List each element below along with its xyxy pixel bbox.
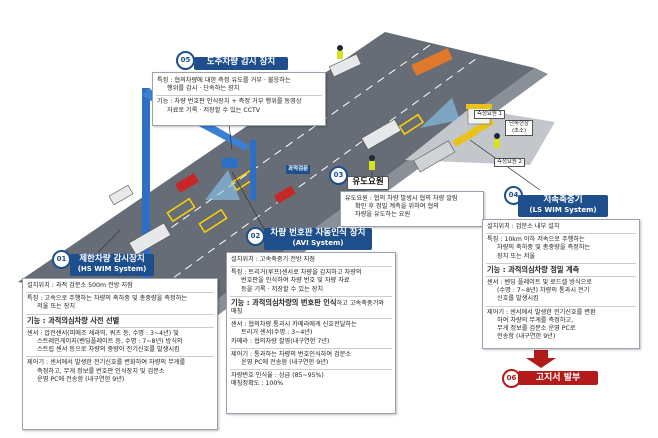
avi-header: 차량 번호판 자동인식 장치 (AVI System) (264, 228, 372, 250)
arrow-down-icon (526, 350, 556, 368)
vehicle-truck (128, 222, 172, 256)
gantry-pole (250, 140, 256, 200)
avi-feature-2: 번호판을 인식하여 차량 번호 및 차량 자료 (241, 277, 350, 285)
hs-wim-controller-3: 운영 PC에 전송함 (내구연한 9년) (37, 375, 125, 383)
cctv-header: 도주차량 감시 장치 (194, 57, 288, 70)
number-badge-03: 03 (329, 166, 348, 185)
road-sign: 과적검문 (286, 165, 311, 174)
label-measure-1: 측정요원 1 (474, 110, 505, 119)
ls-wim-panel: 설치위치 : 검문소 내부 설치 특징 : 10km 이하 저속으로 주행하는 … (482, 219, 640, 349)
avi-performance-1: 차량번호 인식율 : 상급 (85~95%) (231, 372, 324, 380)
ls-wim-location: 설치위치 : 검문소 내부 설치 (487, 223, 560, 230)
hs-wim-feature-2: 저울 또는 장치 (37, 303, 76, 311)
officer (337, 51, 343, 59)
avi-camera: 카메라 : 협의차량 촬영(내구연한 7년) (231, 337, 330, 345)
ls-wim-controller-2: 하여 차량의 무게를 측정하고, (497, 316, 574, 324)
wim-sensor (198, 208, 228, 234)
ls-wim-sensor-1: 센서 : 벤딩 플레이트 및 로드셀 방식으로 (487, 279, 592, 287)
hs-wim-subtitle: (HS WIM System) (77, 265, 147, 273)
number-badge-05: 05 (176, 51, 195, 70)
guide-header: 유도요원 (347, 176, 389, 190)
pointer-line (231, 171, 269, 237)
avi-function: 기능 : 과적의심차량의 번호판 인식 (231, 297, 337, 307)
hs-wim-controller-1: 제어기 : 센서에서 발생한 전기신호를 변화하여 차량의 무게를 (27, 359, 186, 367)
avi-performance-2: 매칭정확도 : 100% (231, 380, 284, 388)
ls-wim-controller-4: 전송함 (내구연한 9년) (497, 333, 556, 341)
number-badge-06: 06 (502, 369, 521, 388)
vehicle-truck (328, 53, 362, 78)
vehicle-car (108, 184, 134, 206)
ls-wim-subtitle: (LS WIM System) (529, 206, 597, 214)
cctv-function-2: 자료로 기록 · 저장할 수 있는 CCTV (167, 106, 261, 114)
cctv-feature-1: 특징 : 협의차량에 대한 측정 유도를 거부 · 불응하는 (157, 77, 291, 84)
issue-header: 고지서 발부 (518, 371, 598, 385)
ls-wim-title: 저속축중기 (543, 195, 583, 205)
avi-feature-1: 특징 : 트리거(루프)센서로 차량을 감지하고 차량의 (231, 269, 362, 277)
hs-wim-sensor-1: 센서 : 압전센서(피에조 세라믹, 쿼츠 등, 수명 : 3~4년) 및 (27, 329, 179, 337)
officer (494, 139, 500, 148)
wim-sensor (166, 197, 196, 223)
ls-wim-feature-3: 장치 또는 저울 (497, 252, 536, 260)
guide-text-1: 유도요원 : 협의 차량 발생시 협의 차량 알림 (345, 195, 458, 202)
ls-wim-feature-1: 특징 : 10km 이하 저속으로 주행하는 (487, 236, 585, 244)
number-badge-02: 02 (246, 227, 265, 246)
officer (369, 161, 375, 170)
ls-wim-controller-3: 무게 정보를 검문소 운영 PC로 (497, 325, 576, 333)
gantry-camera (222, 158, 238, 168)
ls-wim-feature-2: 차량의 축하중 및 총중량을 측정하는 (497, 244, 591, 252)
gantry-pole (142, 88, 150, 288)
label-booth: 단속현장 (초소) (505, 120, 533, 136)
officer (494, 133, 500, 139)
hs-wim-sensor-2: 스트레인게이지(벤딩플레이트 등, 수명 : 7~8년) 방식의 (37, 338, 183, 346)
vehicle-truck (361, 118, 402, 150)
wim-sensor (398, 113, 424, 136)
hs-wim-title: 제한차량 감시장치 (79, 254, 145, 264)
cctv-panel: 특징 : 협의차량에 대한 측정 유도를 거부 · 불응하는 행위를 감시 · … (152, 72, 326, 126)
avi-controller-1: 제어기 : 통과하는 차량의 번호인식하여 검문소 (231, 350, 352, 358)
cctv-feature-2: 행위를 감시 · 단속하는 장치 (167, 85, 240, 93)
avi-subtitle: (AVI System) (292, 239, 344, 247)
cctv-function-1: 기능 : 차량 번호판 인식장치 + 측정 거부 행위를 동영상 (157, 98, 302, 106)
guide-text-3: 차량을 유도하는 요원 (355, 211, 411, 219)
avi-function-tail: 하고 고속축중기와 매칭 (231, 299, 384, 316)
hs-wim-feature-1: 특징 : 고속으로 주행하는 차량의 축하중 및 총중량을 측정하는 (27, 295, 188, 303)
hs-wim-panel: 설치위치 : 과적 검문소 500m 전방 지점 특징 : 고속으로 주행하는 … (22, 278, 218, 430)
ls-wim-sensor-3: 신호를 발생시킴 (497, 295, 539, 303)
ls-wim-sensor-2: (수명 : 7~8년) 차량의 통과시 전기 (497, 287, 590, 295)
avi-sensor-2: 트리거 센서(수명 : 3~4년) (241, 329, 313, 337)
vehicle-truck (411, 48, 453, 76)
vehicle-truck (413, 140, 456, 173)
avi-location: 설치위치 : 고속축중기 전방 지점 (231, 256, 315, 263)
number-badge-01: 01 (52, 250, 71, 269)
guide-panel: 유도요원 : 협의 차량 발생시 협의 차량 알림 확인 후 정밀 계측을 위하… (340, 191, 484, 227)
hs-wim-header: 제한차량 감시장치 (HS WIM System) (70, 254, 154, 276)
hs-wim-sensor-3: 스트립 센서 등으로 차량의 중량이 전기신호를 발생시킴 (37, 346, 180, 354)
camera-beam (205, 170, 240, 200)
avi-controller-2: 운영 PC에 전송함 (내구연한 9년) (241, 359, 329, 367)
avi-panel: 설치위치 : 고속축중기 전방 지점 특징 : 트리거(루프)센서로 차량을 감… (226, 252, 396, 414)
vehicle-car (174, 173, 200, 193)
camera-beam (420, 98, 460, 128)
hs-wim-function: 기능 : 과적의심차량 사전 선별 (27, 315, 120, 325)
officer (369, 155, 375, 161)
label-measure-2: 측정요원 2 (494, 158, 525, 167)
avi-feature-3: 등을 기록 · 저장할 수 있는 장치 (241, 285, 324, 293)
hs-wim-location: 설치위치 : 과적 검문소 500m 전방 지점 (27, 282, 133, 289)
ls-wim-function: 기능 : 과적의심차량 정밀 계측 (487, 264, 580, 274)
booth-roof (466, 104, 492, 109)
officer (337, 45, 343, 51)
ls-wim-controller-1: 제어기 : 센서에서 발생한 전기신호를 변환 (487, 308, 596, 316)
guide-text-2: 확인 후 정밀 계측을 위하여 협의 (355, 203, 439, 211)
vehicle-car (273, 185, 296, 204)
hs-wim-controller-2: 측정하고, 무게 정보를 번호판 인식장치 및 검문소 (37, 367, 165, 375)
ls-wim-header: 저속축중기 (LS WIM System) (518, 195, 608, 217)
avi-title: 차량 번호판 자동인식 장치 (270, 228, 366, 238)
avi-sensor-1: 센서 : 협의차량 통과시 카메라에게 신호전달하는 (231, 321, 357, 329)
